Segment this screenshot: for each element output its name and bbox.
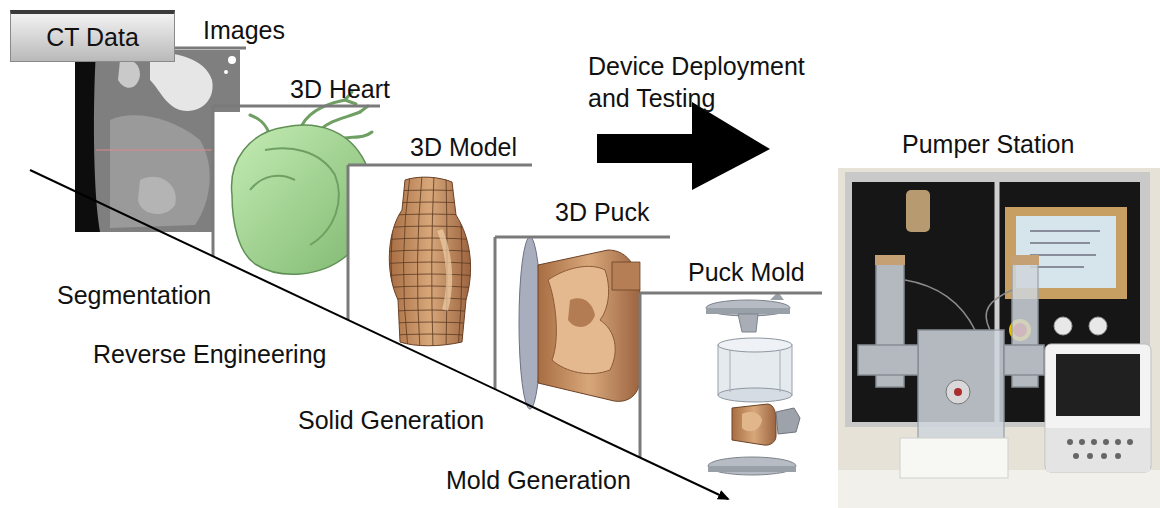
arrow-caption: Device Deployment and Testing	[588, 50, 823, 114]
process-step-label: Mold Generation	[446, 466, 631, 495]
box-text: CT Data	[46, 23, 139, 52]
stage-label: Images	[203, 16, 285, 45]
process-step-label: Solid Generation	[298, 406, 484, 435]
stage-label: 3D Puck	[555, 198, 649, 227]
process-step-label: Segmentation	[57, 281, 211, 310]
data-box: CT Data	[10, 10, 175, 62]
stage-label: 3D Model	[410, 133, 517, 162]
stage-label: Pumper Station	[902, 130, 1074, 159]
process-step-label: Reverse Engineering	[93, 340, 326, 369]
stage-label: 3D Heart	[290, 75, 390, 104]
stage-label: Puck Mold	[688, 258, 805, 287]
